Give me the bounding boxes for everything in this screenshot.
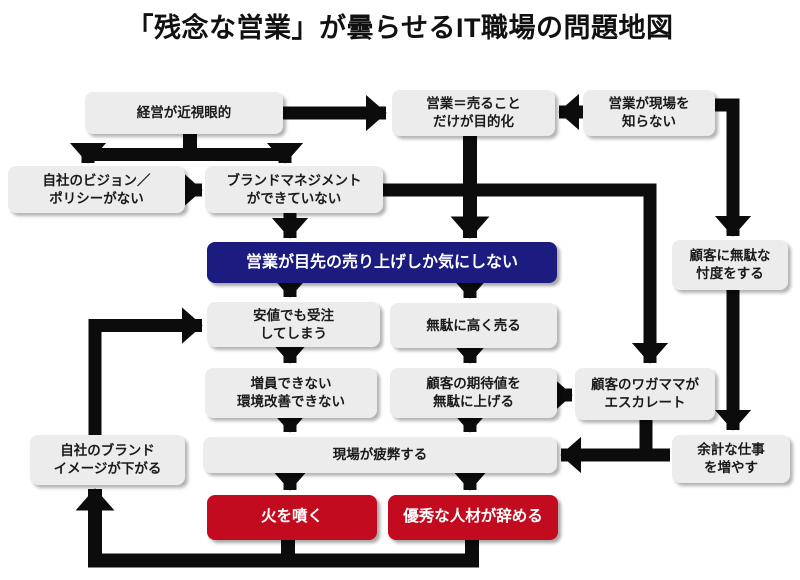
node-extra-work-increases: 余計な仕事 を増やす: [672, 435, 790, 483]
node-sell-needlessly-high: 無駄に高く売る: [390, 303, 557, 348]
node-no-vision-policy: 自社のビジョン／ ポリシーがない: [8, 166, 185, 213]
node-sales-ignorant-of-field: 営業が現場を 知らない: [583, 90, 715, 136]
node-field-exhausted: 現場が疲弊する: [203, 437, 557, 473]
node-sales-shortterm-focus: 営業が目先の売り上げしか気にしない: [207, 242, 557, 283]
node-catch-fire: 火を噴く: [207, 495, 377, 540]
node-sales-equals-selling: 営業＝売ること だけが目的化: [392, 90, 555, 136]
node-management-myopic: 経営が近視眼的: [85, 92, 283, 134]
node-needless-deference-to-customer: 顧客に無駄な 忖度をする: [672, 240, 788, 290]
diagram-title: 「残念な営業」が曇らせるIT職場の問題地図: [126, 13, 674, 43]
node-brand-image-declines: 自社のブランド イメージが下がる: [30, 435, 185, 485]
node-talent-quits: 優秀な人材が辞める: [388, 495, 558, 540]
node-customer-demands-escalate: 顧客のワガママが エスカレート: [575, 368, 715, 420]
node-no-brand-management: ブランドマネジメント ができていない: [205, 166, 383, 213]
node-cannot-staff-or-improve: 増員できない 環境改善できない: [205, 368, 377, 418]
node-raise-customer-expectations: 顧客の期待値を 無駄に上げる: [390, 368, 557, 418]
node-accept-lowball-orders: 安値でも受注 してしまう: [207, 302, 380, 347]
